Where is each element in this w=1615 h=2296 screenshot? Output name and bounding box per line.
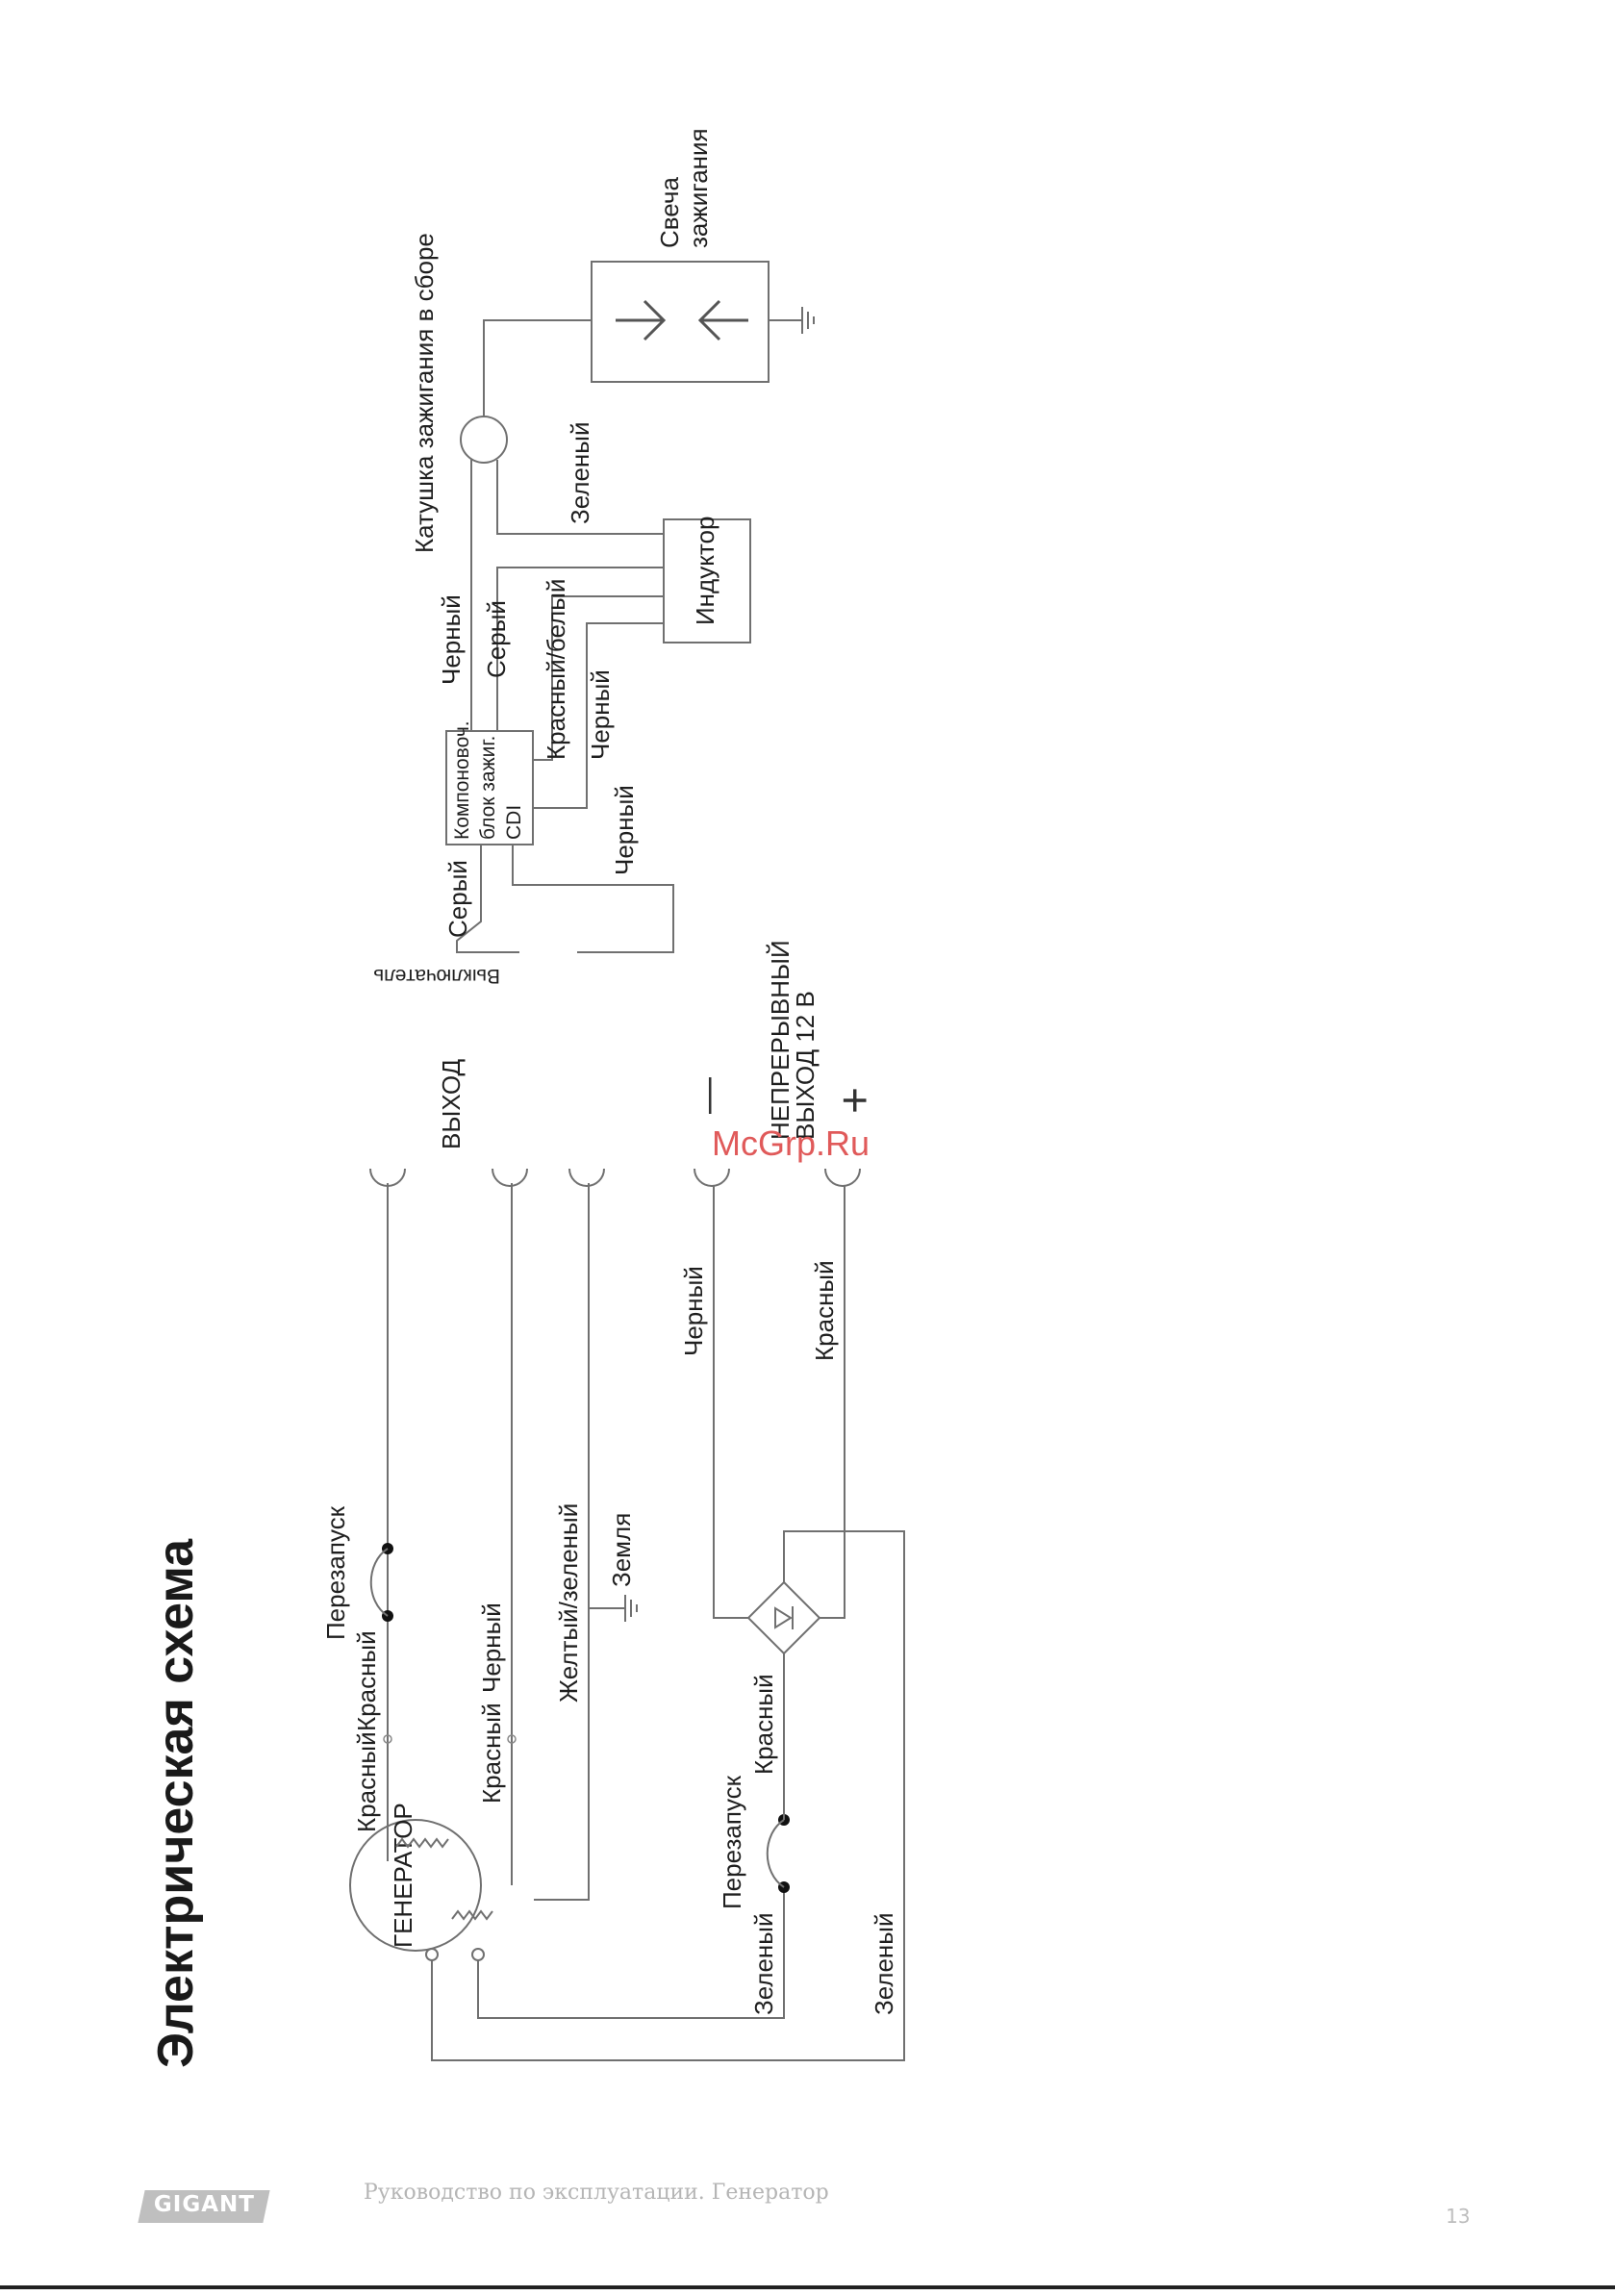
switch-label: Выключатель [373, 965, 500, 987]
wire-label-black-2: Черный [679, 1266, 708, 1356]
cdi-block [445, 730, 534, 845]
wire-label-green-1: Зеленый [749, 1912, 778, 2015]
wire-label-gray-2: Серый [482, 600, 511, 678]
wire-label-red-3: Красный [477, 1703, 506, 1804]
inductor-box [663, 518, 751, 643]
wire-label-red-white: Красный/белый [542, 579, 570, 760]
wire-green-inductor-coil [496, 460, 664, 535]
generator-terminal-1 [425, 1948, 439, 1961]
spark-plug-label-1: Свеча [655, 177, 684, 248]
dc-socket-plus [824, 1168, 861, 1187]
wire-label-black-3: Черный [610, 785, 639, 875]
wire-bridge-top [783, 1530, 845, 1582]
ground-symbol-2 [801, 307, 815, 334]
watermark-text: McGrp.Ru [712, 1123, 870, 1163]
ignition-coil [460, 416, 508, 464]
connector-marker-1 [383, 1734, 392, 1744]
wire-gray-switch [456, 845, 519, 953]
generator-terminal-2 [471, 1948, 485, 1961]
generator-winding-lower [451, 1909, 493, 1921]
wire-label-red-5: Красный [810, 1260, 839, 1361]
wire-label-gray-1: Серый [443, 860, 472, 938]
wire-coil-plug [483, 319, 592, 416]
page-title: Электрическая схема [148, 1538, 204, 2068]
wire-label-green-3: Зеленый [566, 421, 594, 524]
output-socket-2 [492, 1168, 528, 1187]
cdi-label-3: CDI [503, 805, 525, 840]
dc-output-label-1: НЕПРЕРЫВНЫЙ [766, 940, 795, 1140]
gigant-logo: GIGANT [138, 2190, 270, 2223]
wire-redwhite-cdi-inductor [533, 595, 664, 761]
breaker-arc-1 [369, 1548, 389, 1617]
dc-minus-symbol: — [688, 1077, 728, 1114]
wire-label-black-4: Черный [437, 594, 466, 685]
diode-icon [774, 1606, 794, 1629]
wire-green-outer [431, 1530, 905, 2061]
wire-gray-cdi-inductor [496, 567, 664, 731]
spark-plug-label-2: зажигания [684, 128, 713, 248]
wire-black-dc [713, 1185, 748, 1619]
wire-red-dc [820, 1185, 845, 1619]
cdi-label-1: Компоновоч. [451, 720, 473, 840]
ignition-coil-label: Катушка зажигания в сборе [410, 233, 439, 553]
restart-label-1: Перезапуск [321, 1505, 350, 1640]
generator-circle [349, 1819, 482, 1952]
inductor-label: Индуктор [691, 517, 719, 625]
logo-text: GIGANT [153, 2192, 255, 2217]
output-label: ВЫХОД [437, 1059, 466, 1149]
page-number: 13 [1446, 2205, 1471, 2228]
breaker-arc-2 [766, 1819, 785, 1888]
wire-label-yellow-green: Желтый/зеленый [554, 1503, 583, 1703]
wire-label-green-2: Зеленый [870, 1912, 898, 2015]
wire-black-switch [512, 845, 674, 953]
cdi-label-2: блок зажиг. [477, 736, 499, 840]
bottom-rule [0, 2285, 1615, 2289]
spark-gap-icon [616, 299, 748, 341]
wire-label-red-1: Красный [352, 1731, 381, 1832]
generator-winding-upper [395, 1837, 449, 1849]
wire-yellow-green [534, 1183, 590, 1901]
wire-label-red-2: Красный [352, 1630, 381, 1731]
dc-socket-minus [694, 1168, 730, 1187]
wire-label-red-4: Красный [749, 1674, 778, 1775]
wire-black-cdi-inductor [533, 622, 664, 809]
restart-label-2: Перезапуск [718, 1775, 746, 1909]
output-socket-3 [568, 1168, 605, 1187]
dc-output-label-2: ВЫХОД 12 В [791, 991, 820, 1140]
ground-symbol-1 [624, 1595, 638, 1622]
wire-label-black-5: Черный [586, 669, 615, 760]
footer-title: Руководство по эксплуатации. Генератор [364, 2181, 829, 2205]
rectifier-bridge [746, 1580, 821, 1655]
connector-marker-2 [507, 1734, 517, 1744]
wire-label-black-1: Черный [477, 1602, 506, 1693]
ground-label: Земля [607, 1513, 636, 1587]
dc-plus-symbol: + [830, 1087, 881, 1114]
wire-green-inner [477, 1892, 785, 2019]
generator-label: ГЕНЕРАТОР [389, 1803, 417, 1948]
